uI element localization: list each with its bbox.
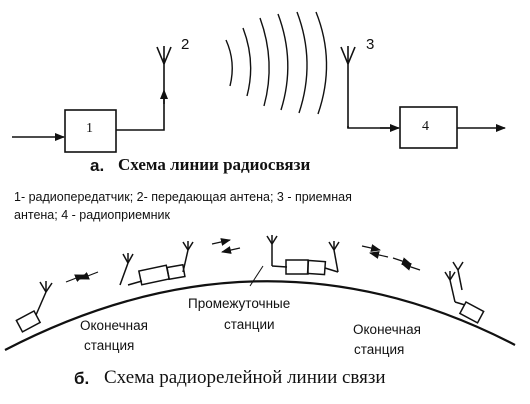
antenna-3-label: 3 — [366, 36, 375, 53]
radio-link-scheme — [12, 11, 506, 153]
relay-station-2-icon — [266, 235, 340, 276]
relay-station-1-icon — [119, 241, 194, 286]
legend-line-2: антена; 4 - радиоприемник — [14, 208, 170, 222]
antenna-2-label: 2 — [181, 36, 190, 53]
caption-a-title: Схема линии радиосвязи — [118, 155, 311, 174]
terminal-left-label-1: Оконечная — [80, 318, 148, 333]
block-4-label: 4 — [422, 119, 429, 134]
terminal-right-label-1: Оконечная — [353, 322, 421, 337]
caption-b-title: Схема радиорелейной линии связи — [104, 367, 386, 388]
relay-link-scheme — [4, 235, 516, 351]
caption-b-letter: б. — [74, 369, 90, 388]
transmitter-feed-line — [116, 98, 165, 131]
transmit-antenna-icon — [156, 46, 172, 90]
caption-a-letter: а. — [90, 156, 105, 175]
signal-direction-arrows — [65, 238, 421, 283]
terminal-right-label-2: станция — [354, 342, 405, 357]
intermediate-label-1: Промежуточные — [188, 296, 291, 311]
radio-waves-icon — [225, 11, 328, 115]
transmitter-block — [64, 109, 117, 153]
intermediate-pointer-line — [249, 265, 264, 287]
terminal-left-label-2: станция — [84, 338, 135, 353]
terminal-station-right-icon — [444, 261, 485, 324]
block-1-label: 1 — [86, 121, 93, 136]
receive-antenna-icon — [340, 46, 356, 128]
earth-surface-arc — [4, 280, 516, 351]
intermediate-label-2: станции — [224, 317, 275, 332]
terminal-station-left-icon — [15, 281, 53, 333]
legend-line-1: 1- радиопередатчик; 2- передающая антена… — [14, 190, 352, 204]
